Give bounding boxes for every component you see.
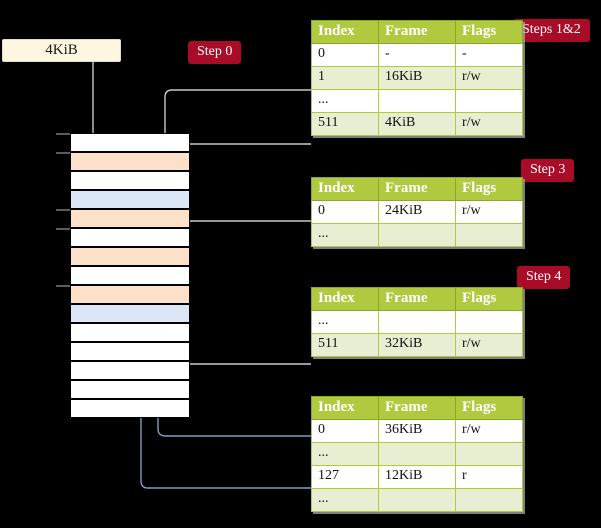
page-table-level-4-r0-index: 0: [311, 43, 379, 67]
page-table-level-3-header-frame: Frame: [378, 177, 456, 201]
memory-row-2: [70, 171, 190, 190]
page-table-level-4-header-index: Index: [311, 20, 379, 44]
page-table-level-4-r1-flags: r/w: [455, 66, 523, 90]
page-table-level-1-header-index: Index: [311, 396, 379, 420]
page-table-level-3-r0-frame: 24KiB: [378, 200, 456, 224]
badge-step-3-label: Step 3: [530, 162, 566, 177]
page-table-level-1-r1-index: ...: [311, 442, 379, 466]
page-table-level-3-r1-index: ...: [311, 223, 379, 247]
page-table-level-2-header-frame: Frame: [378, 287, 456, 311]
memory-row-5: [70, 228, 190, 247]
page-table-level-1-r2-frame: 12KiB: [378, 465, 456, 489]
page-table-level-2-header-index: Index: [311, 287, 379, 311]
memory-tick-marks: [56, 133, 70, 287]
page-table-level-1-r2-flags: r: [455, 465, 523, 489]
page-table-level-3-r1-flags: [455, 223, 523, 247]
badge-step-0: Step 0: [188, 41, 242, 64]
memory-row-12: [70, 361, 190, 380]
badge-step-4-label: Step 4: [526, 269, 562, 284]
page-table-level-1-r3-frame: [378, 488, 456, 512]
page-table-level-4-r2-flags: [455, 89, 523, 113]
memory-row-6: [70, 247, 190, 266]
page-table-level-4-r2-frame: [378, 89, 456, 113]
badge-steps-1-2: Steps 1&2: [513, 19, 590, 42]
memory-row-3: [70, 190, 190, 209]
table-row[interactable]: ...: [311, 488, 523, 512]
page-table-level-3-r0-index: 0: [311, 200, 379, 224]
page-table-level-1-r1-frame: [378, 442, 456, 466]
page-table-level-3-header-index: Index: [311, 177, 379, 201]
frame-box-4kib: 4KiB: [2, 39, 121, 62]
page-table-level-2-header-flags: Flags: [455, 287, 523, 311]
table-row[interactable]: 0--: [311, 43, 523, 67]
memory-row-11: [70, 342, 190, 361]
page-table-level-4-r1-frame: 16KiB: [378, 66, 456, 90]
wire-step3: [177, 220, 311, 271]
wire-steps12-b: [177, 143, 311, 252]
page-table-level-4-header-flags: Flags: [455, 20, 523, 44]
page-table-level-1-header-frame: Frame: [378, 396, 456, 420]
table-row[interactable]: ...: [311, 442, 523, 466]
memory-row-0: [70, 133, 190, 152]
page-table-level-3-r1-frame: [378, 223, 456, 247]
table-row[interactable]: ...: [311, 310, 523, 334]
page-table-level-4-r1-index: 1: [311, 66, 379, 90]
page-table-level-1-r3-index: ...: [311, 488, 379, 512]
page-table-level-1-r0-frame: 36KiB: [378, 419, 456, 443]
page-table-level-2-r1-flags: r/w: [455, 333, 523, 357]
page-table-level-4-r3-index: 511: [311, 112, 379, 136]
memory-row-14: [70, 399, 190, 418]
page-table-level-2-r0-index: ...: [311, 310, 379, 334]
memory-row-10: [70, 323, 190, 342]
page-table-level-1-r0-flags: r/w: [455, 419, 523, 443]
page-table-level-2-r1-index: 511: [311, 333, 379, 357]
page-table-level-4-r3-flags: r/w: [455, 112, 523, 136]
page-table-level-3-r0-flags: r/w: [455, 200, 523, 224]
badge-step-4: Step 4: [517, 266, 571, 289]
page-table-level-4-r2-index: ...: [311, 89, 379, 113]
badge-step-0-label: Step 0: [197, 44, 233, 59]
page-table-level-2-r0-flags: [455, 310, 523, 334]
memory-row-1: [70, 152, 190, 171]
page-table-level-4-r3-frame: 4KiB: [378, 112, 456, 136]
page-table-level-4-r0-frame: -: [378, 43, 456, 67]
physical-memory-column: [70, 133, 190, 418]
page-table-level-1-r2-index: 127: [311, 465, 379, 489]
badge-steps-1-2-label: Steps 1&2: [522, 22, 581, 37]
page-table-level-4-header-frame: Frame: [378, 20, 456, 44]
memory-row-7: [70, 266, 190, 285]
page-table-level-1-r0-index: 0: [311, 419, 379, 443]
page-table-level-2-r0-frame: [378, 310, 456, 334]
wire-step4: [171, 308, 311, 365]
page-table-level-1-header-flags: Flags: [455, 396, 523, 420]
table-row[interactable]: ...: [311, 89, 523, 113]
memory-row-9: [70, 304, 190, 323]
page-table-level-4-r0-flags: -: [455, 43, 523, 67]
page-table-level-1-r1-flags: [455, 442, 523, 466]
page-table-level-3-header-flags: Flags: [455, 177, 523, 201]
badge-step-3: Step 3: [521, 159, 575, 182]
memory-row-4: [70, 209, 190, 228]
page-table-level-2-r1-frame: 32KiB: [378, 333, 456, 357]
memory-row-8: [70, 285, 190, 304]
table-row[interactable]: ...: [311, 223, 523, 247]
page-table-level-1-r3-flags: [455, 488, 523, 512]
frame-box-label: 4KiB: [45, 42, 78, 58]
memory-row-13: [70, 380, 190, 399]
